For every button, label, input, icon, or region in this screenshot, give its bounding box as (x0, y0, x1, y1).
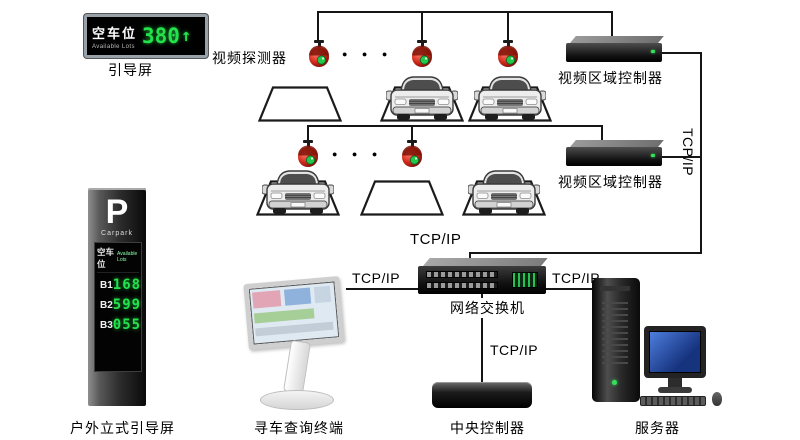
suv-car-icon (474, 76, 546, 120)
kiosk-map-block (252, 290, 282, 309)
level-label: B1 (100, 279, 113, 291)
caption-video-area-controller-2: 视频区域控制器 (558, 174, 663, 190)
up-arrow-icon: ↑ (180, 26, 192, 46)
switch-ports-row (426, 271, 498, 278)
panel-title: 空车位 (92, 25, 138, 41)
video-area-controller-2 (566, 140, 664, 166)
connector-line (317, 11, 319, 41)
device-top-face (423, 258, 548, 266)
caption-video-area-controller-1: 视频区域控制器 (558, 70, 663, 86)
connector-line (307, 125, 309, 141)
connector-line (611, 11, 613, 43)
dome-camera-icon (297, 140, 319, 168)
level-count: 599 (112, 297, 142, 313)
ellipsis-dots: ● ● ● (342, 49, 394, 59)
ellipsis-dots: ● ● ● (332, 149, 384, 159)
device-front-face (418, 266, 546, 294)
connector-line (421, 11, 423, 41)
panel-text: 空车位 Available Lots (92, 23, 137, 50)
connector-line (601, 125, 603, 147)
level-count: 168 (112, 277, 142, 293)
device-front-face (566, 43, 662, 62)
server-tower (592, 278, 640, 402)
dome-camera-icon (308, 40, 330, 68)
kiosk-map-block (283, 287, 312, 306)
device-top-face (570, 36, 664, 43)
connector-line (469, 252, 702, 254)
tower-vents (602, 302, 628, 368)
switch-controller-line (481, 294, 483, 382)
power-led (612, 380, 617, 385)
level-label: B2 (100, 299, 113, 311)
status-led (651, 50, 655, 53)
caption-guidance-screen: 引导屏 (108, 62, 153, 78)
dome-camera-icon (411, 40, 433, 68)
camera-bus-row2 (307, 125, 603, 127)
entrance-led-display: 空车位 Available Lots 380 ↑ (84, 14, 208, 58)
level-label: B3 (100, 319, 113, 331)
kiosk-screen (243, 275, 345, 351)
connector-line (662, 52, 702, 54)
kiosk-map-block (313, 285, 332, 304)
panel-subtitle: Available Lots (92, 43, 135, 50)
switch-server-line (546, 288, 592, 290)
switch-led-cluster (512, 272, 538, 288)
kiosk-switch-line (346, 288, 418, 290)
kiosk-stand (283, 339, 311, 395)
pillar-p-letter: P (105, 193, 129, 231)
keyboard (640, 396, 706, 406)
count-value: 380 (142, 24, 180, 48)
connector-line (411, 125, 413, 141)
caption-video-detector: 视频探测器 (212, 50, 287, 66)
kiosk-map-block (255, 321, 334, 337)
status-led (651, 154, 655, 157)
device-top-face (570, 140, 664, 147)
drive-bay (600, 286, 630, 291)
caption-central-controller: 中央控制器 (450, 420, 525, 436)
parking-spot-outline-icon (360, 180, 444, 216)
pillar-level-row: B1 168 (97, 273, 142, 293)
caption-outdoor-pillar: 户外立式引导屏 (70, 420, 175, 436)
suv-car-icon (386, 76, 458, 120)
panel-available-count: 380 ↑ (142, 24, 191, 48)
tcpip-label-trunk: TCP/IP (680, 128, 696, 177)
tcpip-trunk-line (700, 52, 702, 254)
caption-server: 服务器 (635, 420, 680, 436)
mouse (712, 392, 722, 406)
parking-spot-outline-icon (258, 86, 342, 122)
suv-car-icon (262, 170, 334, 214)
video-area-controller-1 (566, 36, 664, 62)
connector-line (662, 156, 702, 158)
switch-ports-row (426, 282, 498, 289)
monitor-stand (668, 378, 682, 387)
pillar-screen-header: 空车位 Available Lots (97, 246, 139, 273)
device-front-face (566, 147, 662, 166)
pillar-brand: Carpark (101, 230, 133, 237)
outdoor-pillar-display: P Carpark 空车位 Available Lots B1 168 B2 5… (88, 188, 146, 406)
server-monitor (644, 326, 706, 378)
pillar-level-row: B3 055 (97, 313, 142, 333)
tcpip-label-switch-uplink: TCP/IP (410, 231, 462, 248)
kiosk-base (260, 390, 334, 410)
tcpip-label-server: TCP/IP (552, 270, 601, 286)
suv-car-icon (468, 170, 540, 214)
camera-bus-row1 (317, 11, 613, 13)
connector-line (507, 11, 509, 41)
kiosk-map-block (253, 308, 315, 324)
level-count: 055 (112, 317, 142, 333)
central-controller (432, 382, 532, 408)
pillar-subtitle: Available Lots (117, 251, 138, 263)
caption-kiosk: 寻车查询终端 (254, 420, 344, 436)
tcpip-label-kiosk: TCP/IP (352, 270, 401, 286)
pillar-level-row: B2 599 (97, 293, 142, 313)
tcpip-label-central-controller: TCP/IP (490, 342, 539, 358)
dome-camera-icon (401, 140, 423, 168)
monitor-screen (649, 331, 701, 373)
pillar-led-screen: 空车位 Available Lots B1 168 B2 599 B3 055 (94, 242, 142, 372)
pillar-title: 空车位 (97, 247, 115, 269)
dome-camera-icon (497, 40, 519, 68)
caption-network-switch: 网络交换机 (448, 298, 527, 318)
monitor-base (658, 387, 692, 393)
network-switch (418, 258, 548, 294)
